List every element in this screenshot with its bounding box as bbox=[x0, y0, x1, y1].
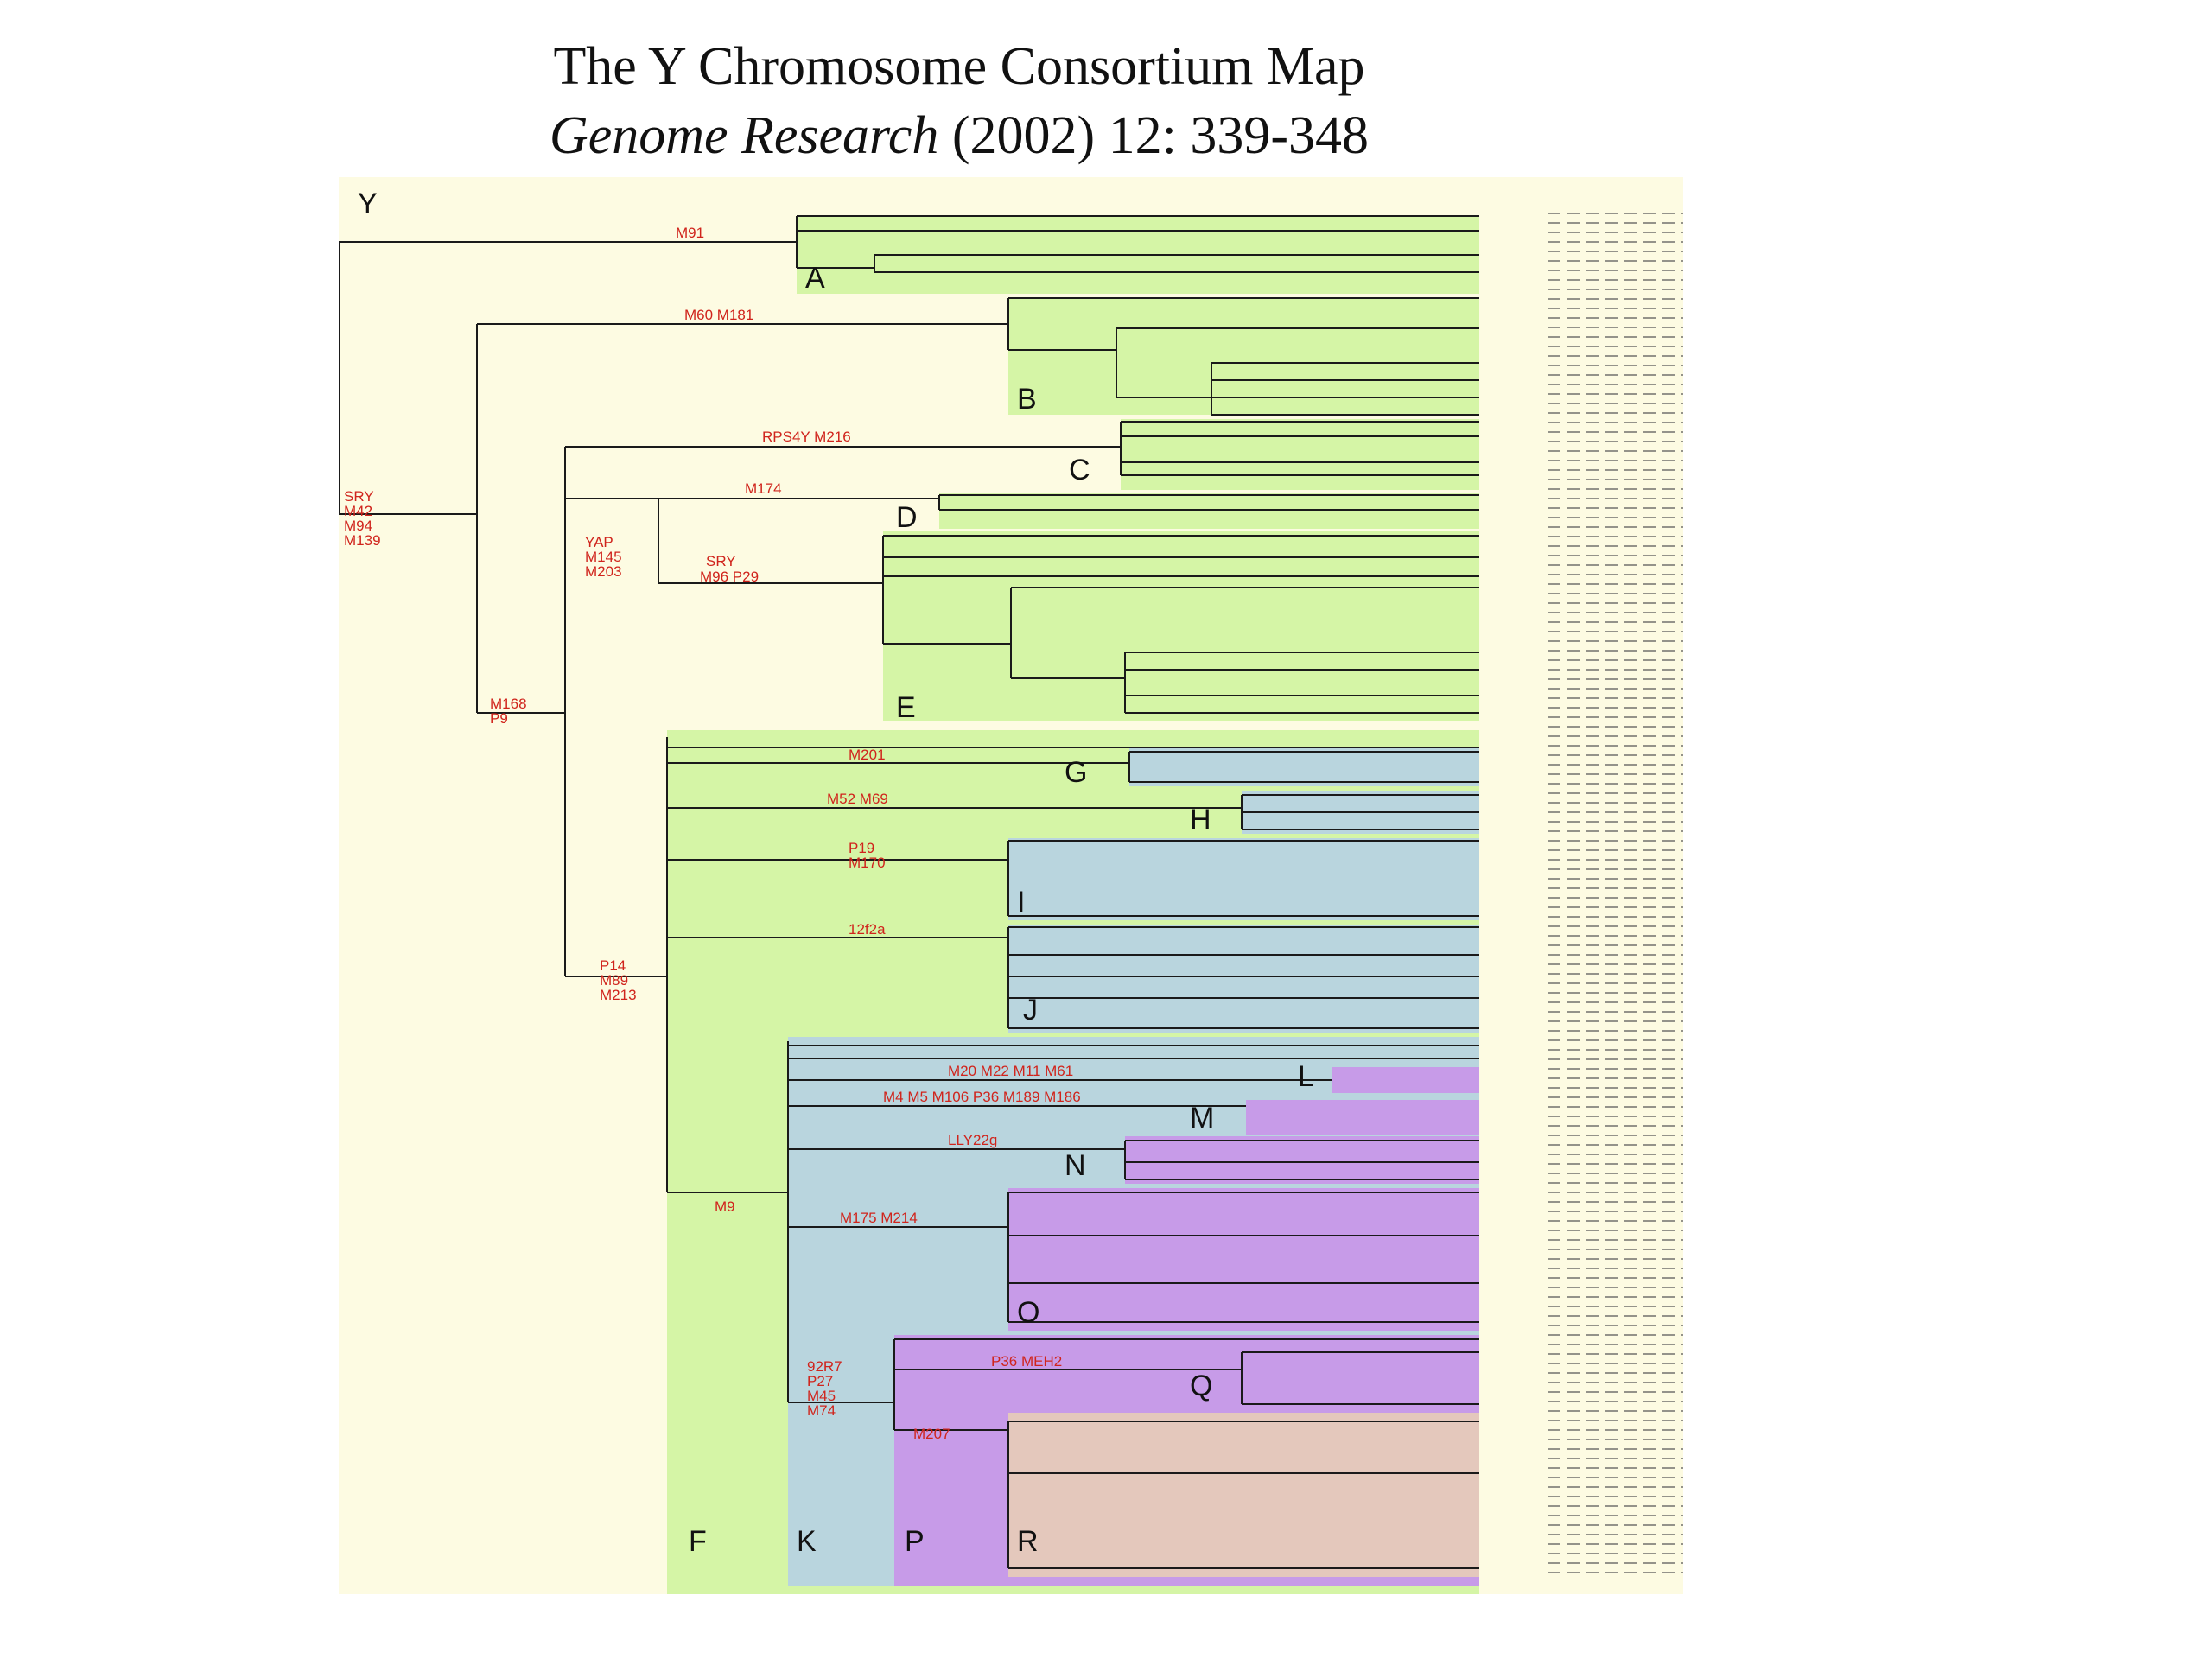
label-n: N bbox=[1065, 1149, 1086, 1182]
marker-m201: M201 bbox=[849, 747, 886, 763]
marker-m145: M145 bbox=[585, 549, 622, 565]
block-m bbox=[1246, 1100, 1479, 1135]
marker-root-sry: SRY bbox=[344, 488, 374, 505]
block-c bbox=[1121, 419, 1479, 490]
marker-m9: M9 bbox=[715, 1198, 735, 1215]
root-trunk bbox=[339, 242, 477, 515]
label-r: R bbox=[1017, 1525, 1039, 1558]
marker-m139: M139 bbox=[344, 532, 381, 549]
o-branch bbox=[788, 1192, 1479, 1323]
figure-title: The Y Chromosome Consortium Map bbox=[553, 37, 1365, 96]
lmn-branches bbox=[788, 1045, 1479, 1180]
label-l: L bbox=[1298, 1060, 1314, 1093]
marker-m45: M45 bbox=[807, 1388, 836, 1404]
block-l bbox=[1332, 1067, 1479, 1093]
marker-m42: M42 bbox=[344, 503, 372, 519]
block-g bbox=[1129, 747, 1479, 786]
marker-p9: P9 bbox=[490, 710, 508, 727]
marker-m74: M74 bbox=[807, 1402, 836, 1419]
label-b: B bbox=[1017, 383, 1037, 416]
block-r bbox=[1008, 1413, 1479, 1577]
label-f: F bbox=[689, 1525, 707, 1558]
marker-m174: M174 bbox=[745, 480, 782, 497]
marker-m96: M96 P29 bbox=[700, 569, 759, 585]
root-label: Y bbox=[358, 188, 378, 220]
marker-m91: M91 bbox=[676, 225, 704, 241]
label-e: E bbox=[896, 691, 916, 724]
label-g: G bbox=[1065, 756, 1087, 789]
marker-lly22g: LLY22g bbox=[948, 1132, 997, 1148]
h-branch bbox=[667, 794, 1479, 830]
label-m: M bbox=[1190, 1102, 1214, 1135]
marker-m213: M213 bbox=[600, 987, 637, 1003]
marker-p19: P19 bbox=[849, 840, 874, 856]
label-j: J bbox=[1023, 994, 1038, 1027]
marker-m60: M60 M181 bbox=[684, 307, 753, 323]
marker-labels: M91 M60 M181 RPS4Y M216 M174 YAP M145 M2… bbox=[344, 225, 1081, 1442]
marker-p27: P27 bbox=[807, 1373, 833, 1389]
marker-m89: M89 bbox=[600, 972, 628, 988]
marker-m20: M20 M22 M11 M61 bbox=[948, 1063, 1073, 1079]
block-e bbox=[883, 531, 1479, 721]
marker-m203: M203 bbox=[585, 563, 622, 580]
leaf-dashes bbox=[1548, 213, 1683, 1573]
block-j bbox=[1008, 925, 1479, 1033]
j-branch bbox=[667, 926, 1479, 1029]
b-branch bbox=[477, 297, 1479, 416]
figure-citation: Genome Research (2002) 12: 339-348 bbox=[0, 105, 2065, 167]
label-q: Q bbox=[1190, 1370, 1212, 1402]
marker-yap: YAP bbox=[585, 534, 613, 550]
y-chromosome-tree: Y A B C D E F G H I J K L M N O P Q R M9… bbox=[339, 177, 1683, 1594]
label-h: H bbox=[1190, 804, 1211, 836]
de-split bbox=[565, 498, 659, 583]
marker-12f2a: 12f2a bbox=[849, 921, 886, 938]
marker-m4: M4 M5 M106 P36 M189 M186 bbox=[883, 1089, 1081, 1105]
marker-p36: P36 MEH2 bbox=[991, 1353, 1062, 1370]
cf-split bbox=[477, 447, 566, 976]
block-i bbox=[1008, 838, 1479, 920]
a-branch bbox=[339, 215, 1479, 273]
label-i: I bbox=[1017, 886, 1025, 918]
marker-m175: M175 M214 bbox=[840, 1210, 918, 1226]
label-p: P bbox=[905, 1525, 925, 1558]
block-n bbox=[1125, 1136, 1479, 1184]
d-branch bbox=[658, 494, 1479, 511]
block-o bbox=[1008, 1188, 1479, 1331]
marker-m94: M94 bbox=[344, 518, 372, 534]
haplogroup-letters: Y A B C D E F G H I J K L M N O P Q R bbox=[358, 188, 1314, 1558]
f-branch bbox=[565, 737, 668, 1192]
journal-name: Genome Research bbox=[549, 106, 939, 165]
marker-sry465: SRY bbox=[706, 553, 736, 569]
g-branch bbox=[667, 747, 1479, 783]
label-a: A bbox=[805, 262, 825, 295]
block-b bbox=[1008, 298, 1479, 415]
label-d: D bbox=[896, 501, 918, 534]
marker-p14: P14 bbox=[600, 957, 626, 974]
marker-rps4y: RPS4Y M216 bbox=[762, 429, 851, 445]
marker-m207: M207 bbox=[913, 1426, 950, 1442]
marker-m168: M168 bbox=[490, 696, 527, 712]
marker-92r7: 92R7 bbox=[807, 1358, 842, 1375]
label-c: C bbox=[1069, 454, 1090, 486]
e-branch bbox=[658, 535, 1479, 714]
label-k: K bbox=[797, 1525, 817, 1558]
i-branch bbox=[667, 840, 1479, 917]
citation-text: (2002) 12: 339-348 bbox=[938, 106, 1370, 165]
k-branch bbox=[667, 1041, 789, 1402]
tree-lines bbox=[339, 215, 1479, 1569]
marker-m52: M52 M69 bbox=[827, 791, 888, 807]
marker-m170: M170 bbox=[849, 855, 886, 871]
pqr-branch bbox=[788, 1338, 1479, 1569]
c-branch bbox=[565, 421, 1479, 476]
label-o: O bbox=[1017, 1296, 1039, 1329]
